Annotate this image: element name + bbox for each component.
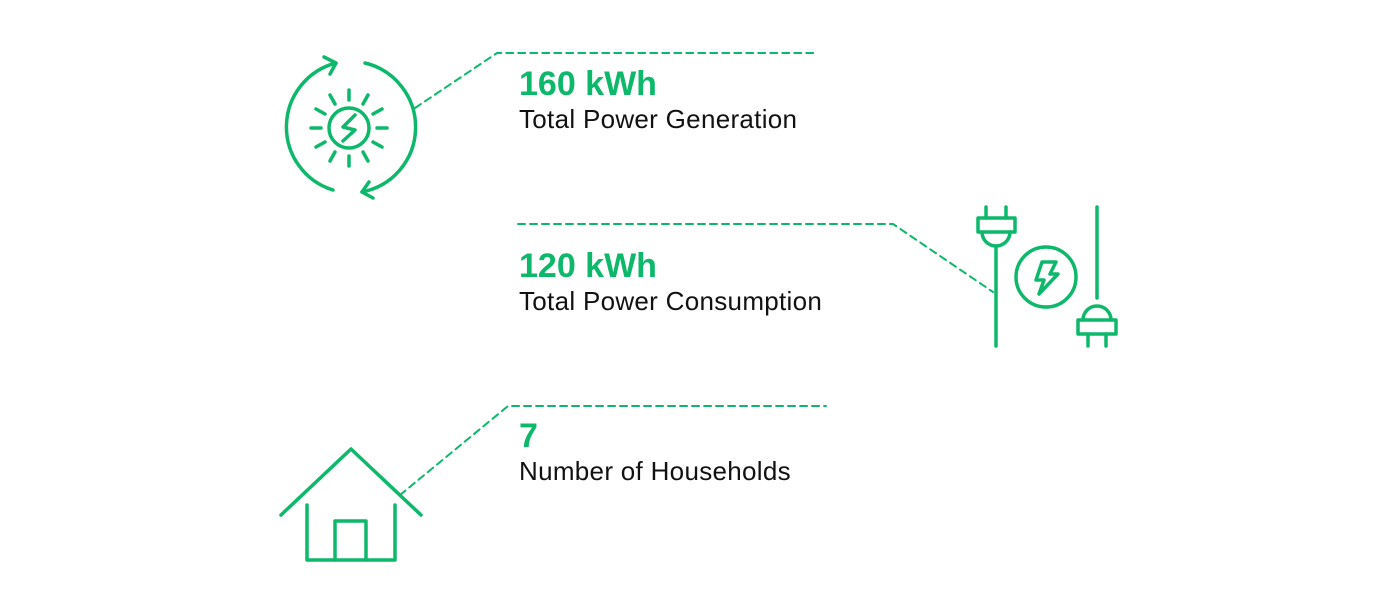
house-icon <box>279 447 423 562</box>
households-label: Number of Households <box>519 456 791 486</box>
stat-households: 7 Number of Households <box>519 418 791 486</box>
households-value: 7 <box>519 417 538 455</box>
plugs-icon <box>976 205 1118 348</box>
consumption-label: Total Power Consumption <box>519 286 823 316</box>
generation-value: 160 kWh <box>519 65 657 103</box>
consumption-value: 120 kWh <box>519 247 657 285</box>
stat-consumption: 120 kWh Total Power Consumption <box>519 248 822 316</box>
generation-label: Total Power Generation <box>519 104 798 134</box>
connector-consumption <box>517 223 994 293</box>
connector-generation <box>414 52 819 109</box>
connector-lines <box>399 52 994 496</box>
connector-households <box>399 405 827 496</box>
solar-cycle-icon <box>284 55 418 200</box>
stat-generation: 160 kWh Total Power Generation <box>519 66 797 134</box>
